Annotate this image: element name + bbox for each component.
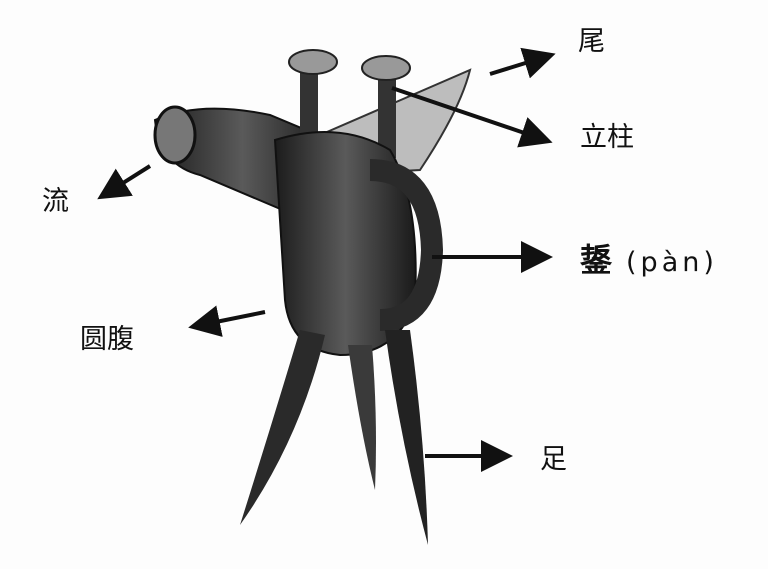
label-tail: 尾 [578, 26, 605, 57]
label-pillar: 立柱 [580, 122, 634, 153]
arrow-spout [97, 164, 152, 200]
leg-left [240, 330, 325, 525]
pillar-left [300, 70, 318, 150]
label-handle: 鋬 (pàn) [580, 244, 718, 276]
leg-middle [348, 345, 376, 490]
label-handle-pinyin: (pàn) [626, 247, 718, 278]
label-spout: 流 [42, 186, 69, 217]
label-belly: 圆腹 [80, 324, 134, 355]
label-foot: 足 [540, 444, 567, 475]
arrow-tail [489, 47, 556, 79]
leg-right [385, 330, 428, 545]
vessel-handle [369, 159, 444, 331]
arrow-belly [188, 305, 266, 337]
arrow-pillar [391, 86, 553, 148]
label-handle-char: 鋬 [580, 241, 613, 279]
pillar-right [378, 78, 396, 158]
